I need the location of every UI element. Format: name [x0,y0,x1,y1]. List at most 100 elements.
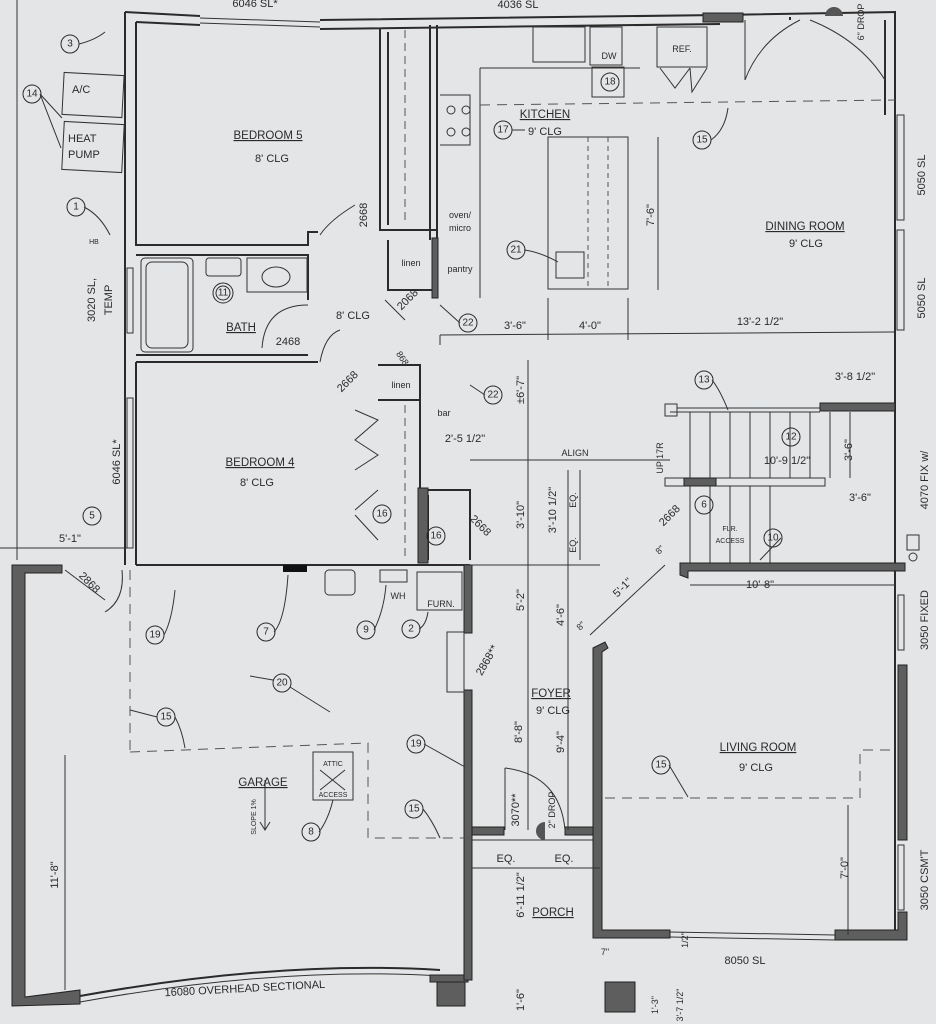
dimension: 2'-5 1/2" [445,433,485,445]
callout: 18 [600,72,620,92]
room-foyer: FOYER [531,688,571,700]
room-labels: BEDROOM 5 8' CLG KITCHEN 9' CLG DINING R… [225,109,844,919]
fixture-labels: A/C HEAT PUMP HB linen pantry oven/ micr… [61,4,866,835]
svg-text:5: 5 [89,511,95,522]
label-bar: bar [437,408,450,418]
dimension: 1/2" [680,932,690,948]
svg-text:22: 22 [462,318,474,329]
label-ac: A/C [72,84,90,96]
callout: 15 [651,755,671,775]
callout: 12 [781,427,801,447]
dimension: 11'-8" [49,861,61,888]
svg-text:15: 15 [655,760,667,771]
room-bedroom5: BEDROOM 5 [233,130,302,142]
dimension: 8'-8" [513,721,525,743]
slope-arrow-icon [259,780,271,831]
window-right-5: 3050 CSM'T [919,849,931,910]
label-6-drop: 6" DROP [856,4,866,41]
svg-text:22: 22 [487,390,499,401]
ceiling-living: 9' CLG [739,762,773,774]
callout: 9 [356,620,376,640]
window-left-bed4: 6046 SL* [111,439,123,485]
svg-text:3: 3 [67,39,73,50]
svg-text:19: 19 [410,739,422,750]
sink-icon [261,266,291,288]
ceiling-bedroom4: 8' CLG [240,477,274,489]
dimension: EQ. [568,537,578,553]
window-left-temp: TEMP [103,285,115,316]
svg-text:20: 20 [276,678,288,689]
svg-text:15: 15 [408,804,420,815]
window-left-bath: 3020 SL, [86,278,98,322]
door-label: 3070** [510,793,522,827]
svg-text:6: 6 [701,500,707,511]
dimension: 3'-10" [515,501,527,529]
door-label: 2468 [276,336,300,348]
dimension: EQ. [568,492,578,508]
label-pantry: pantry [447,264,473,274]
svg-text:17: 17 [497,125,509,136]
heat-pump-unit [61,120,125,174]
ac-unit [61,71,125,119]
room-porch: PORCH [532,907,574,919]
window-top-mid: 4036 SL [498,0,539,11]
label-oven: oven/ [449,210,472,220]
dimension: ±6'-7" [515,376,527,404]
svg-text:15: 15 [696,135,708,146]
label-pump: PUMP [68,149,100,161]
svg-text:21: 21 [510,245,522,256]
label-flr: FLR. [722,526,737,533]
callout: 22 [458,313,478,333]
dimension: 10'-9 1/2" [764,455,810,467]
dimension: 7'-6" [645,204,657,226]
svg-text:2: 2 [408,624,414,635]
toilet-icon [205,257,242,277]
label-ref: REF. [672,44,692,54]
dimension: 4'-6" [555,604,567,626]
callout: 7 [256,622,276,642]
room-living: LIVING ROOM [720,742,797,754]
svg-text:15: 15 [160,712,172,723]
svg-text:9: 9 [363,625,369,636]
label-attic: ATTIC [323,761,343,768]
window-right-2: 5050 SL [916,278,928,319]
window-top-left: 6046 SL* [232,0,278,10]
callout: 13 [694,370,714,390]
dimension: 3'-6" [849,492,871,504]
label-2-drop: 2" DROP [547,792,557,829]
label-micro: micro [449,223,471,233]
label-heat: HEAT [68,133,97,145]
dimension: 3'-6" [504,320,526,332]
utility-sink-icon [324,569,356,596]
svg-text:7: 7 [263,627,269,638]
dimension: 13'-2 1/2" [737,316,783,328]
walls [11,10,908,1013]
svg-text:18: 18 [604,77,616,88]
ceiling-bedroom5: 8' CLG [255,153,289,165]
label-linen-2: linen [391,380,410,390]
label-stairs-up: UP 17R [655,442,665,474]
callout: 16 [426,526,446,546]
ceiling-hall: 8' CLG [336,310,370,322]
dimension: EQ. [497,853,516,865]
svg-text:14: 14 [26,89,38,100]
dimension: 3'-8 1/2" [835,371,875,383]
room-kitchen: KITCHEN [520,109,570,121]
dimension: 5'-2" [515,589,527,611]
burner-icon [446,105,456,115]
leader-lines [39,31,782,839]
room-bath: BATH [226,322,256,334]
svg-text:16: 16 [376,509,388,520]
svg-text:16: 16 [430,531,442,542]
dimension: 5'-1" [59,533,81,545]
svg-text:13: 13 [698,375,710,386]
svg-text:10: 10 [767,533,779,544]
window-right-3: 4070 FIX w/ [919,450,931,510]
sink-icon [532,26,586,63]
label-access: ACCESS [319,792,348,799]
callout: 16 [372,504,392,524]
label-dw: DW [602,51,617,61]
label-linen-1: linen [401,258,420,268]
window-living-bottom: 8050 SL [725,955,766,967]
